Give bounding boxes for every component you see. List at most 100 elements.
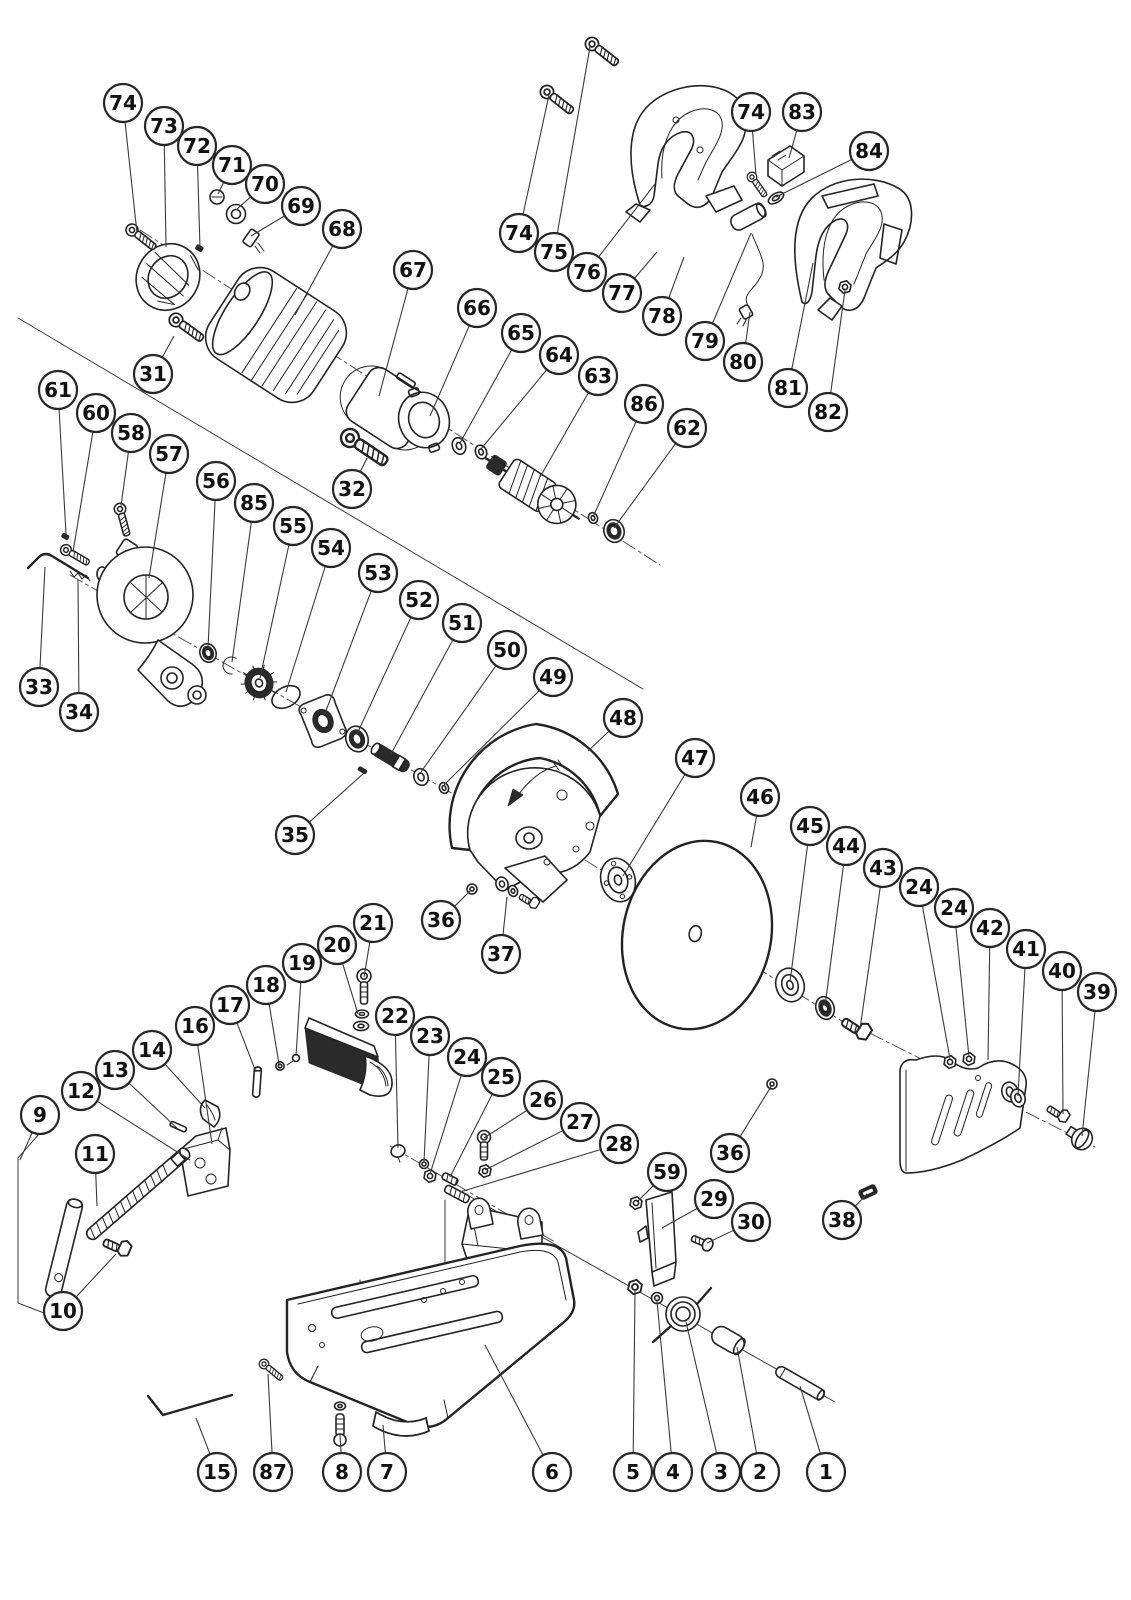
svg-text:74: 74 [737,100,765,124]
balloon-80: 80 [722,341,764,383]
leader-line-39 [1081,1010,1096,1137]
balloon-18: 18 [245,964,287,1006]
balloon-34: 34 [58,691,100,733]
balloon-leader-lines [19,46,1096,1456]
svg-text:42: 42 [976,916,1004,940]
leader-line-7 [382,1424,386,1454]
leader-line-74 [522,94,550,215]
leader-line-72 [197,164,201,249]
svg-text:76: 76 [573,260,601,284]
svg-text:49: 49 [539,665,567,689]
svg-text:18: 18 [252,973,280,997]
leader-line-74 [751,130,757,176]
svg-text:51: 51 [448,611,476,635]
balloon-20: 20 [316,924,358,966]
svg-text:29: 29 [700,1187,728,1211]
fan-guide-drawing [397,387,451,453]
svg-text:21: 21 [359,911,387,935]
svg-text:6: 6 [545,1460,559,1484]
balloon-81: 81 [767,367,809,409]
svg-text:14: 14 [138,1038,166,1062]
balloon-55: 55 [272,505,314,547]
svg-text:9: 9 [33,1103,47,1127]
svg-text:23: 23 [416,1024,444,1048]
balloon-71: 71 [211,144,253,186]
vise-pins-drawing [169,1053,301,1133]
leader-line-22 [394,1034,399,1149]
balloon-4: 4 [652,1451,694,1493]
sub-guard-drawing [899,1055,1028,1174]
brush-cap-drawing [195,189,265,254]
balloon-29: 29 [693,1178,735,1220]
svg-text:61: 61 [44,378,72,402]
svg-text:39: 39 [1083,980,1111,1004]
screw-74-drawing [122,220,160,254]
leader-line-81 [791,262,814,370]
vise-fence-drawing [304,1017,393,1097]
leader-line-62 [613,443,677,529]
leader-line-5 [632,1289,636,1454]
leader-line-24 [921,905,951,1060]
balloon-73: 73 [143,105,185,147]
balloon-79: 79 [684,320,726,362]
leader-line-10 [75,1253,117,1298]
leader-line-21 [363,941,371,978]
cutting-wheel-drawing [620,839,774,1031]
balloon-28: 28 [598,1123,640,1165]
switch-drawing [767,145,805,187]
wheel-washers-bolt-drawing [774,967,875,1044]
svg-text:19: 19 [288,951,316,975]
svg-text:79: 79 [691,329,719,353]
balloon-66: 66 [456,287,498,329]
balloon-76: 76 [566,251,608,293]
svg-text:33: 33 [25,675,53,699]
balloon-9: 9 [19,1094,61,1136]
leader-line-78 [668,256,685,299]
balloon-64: 64 [538,334,580,376]
armature-drawing [485,454,580,525]
leader-line-70 [235,196,252,211]
leader-line-29 [661,1207,698,1229]
svg-text:71: 71 [218,153,246,177]
leader-line-57 [148,472,167,579]
leader-line-67 [378,288,409,397]
leader-line-25 [449,1093,493,1178]
svg-text:36: 36 [716,1141,744,1165]
balloon-24: 24 [898,866,940,908]
leader-line-16 [197,1044,213,1145]
handle-half-right-drawing [794,178,913,321]
balloon-82: 82 [807,391,849,433]
balloon-61: 61 [37,369,79,411]
leader-line-45 [789,844,809,983]
leader-line-12 [96,1100,191,1161]
svg-text:46: 46 [746,785,774,809]
balloon-31: 31 [132,353,174,395]
leader-line-68 [294,245,334,316]
leader-line-51 [390,639,454,755]
leader-line-18 [268,1003,280,1065]
gear-case-drawing [96,538,207,708]
balloon-26: 26 [522,1079,564,1121]
leader-line-34 [77,579,80,694]
balloon-59: 59 [646,1151,688,1193]
svg-text:25: 25 [487,1065,515,1089]
balloon-42: 42 [969,907,1011,949]
svg-text:54: 54 [317,536,345,560]
svg-text:28: 28 [605,1132,633,1156]
svg-text:63: 63 [584,364,612,388]
balloon-60: 60 [75,392,117,434]
balloon-68: 68 [321,208,363,250]
svg-text:87: 87 [259,1460,287,1484]
balloon-56: 56 [195,460,237,502]
balloon-37: 37 [480,933,522,975]
balloon-6: 6 [531,1451,573,1493]
balloon-63: 63 [577,355,619,397]
leader-line-36 [739,1084,773,1138]
svg-text:11: 11 [81,1142,109,1166]
svg-text:24: 24 [940,896,968,920]
svg-text:56: 56 [202,469,230,493]
ring-86-bearing-62-drawing [587,511,625,544]
svg-text:8: 8 [335,1460,349,1484]
leader-line-26 [483,1109,528,1139]
